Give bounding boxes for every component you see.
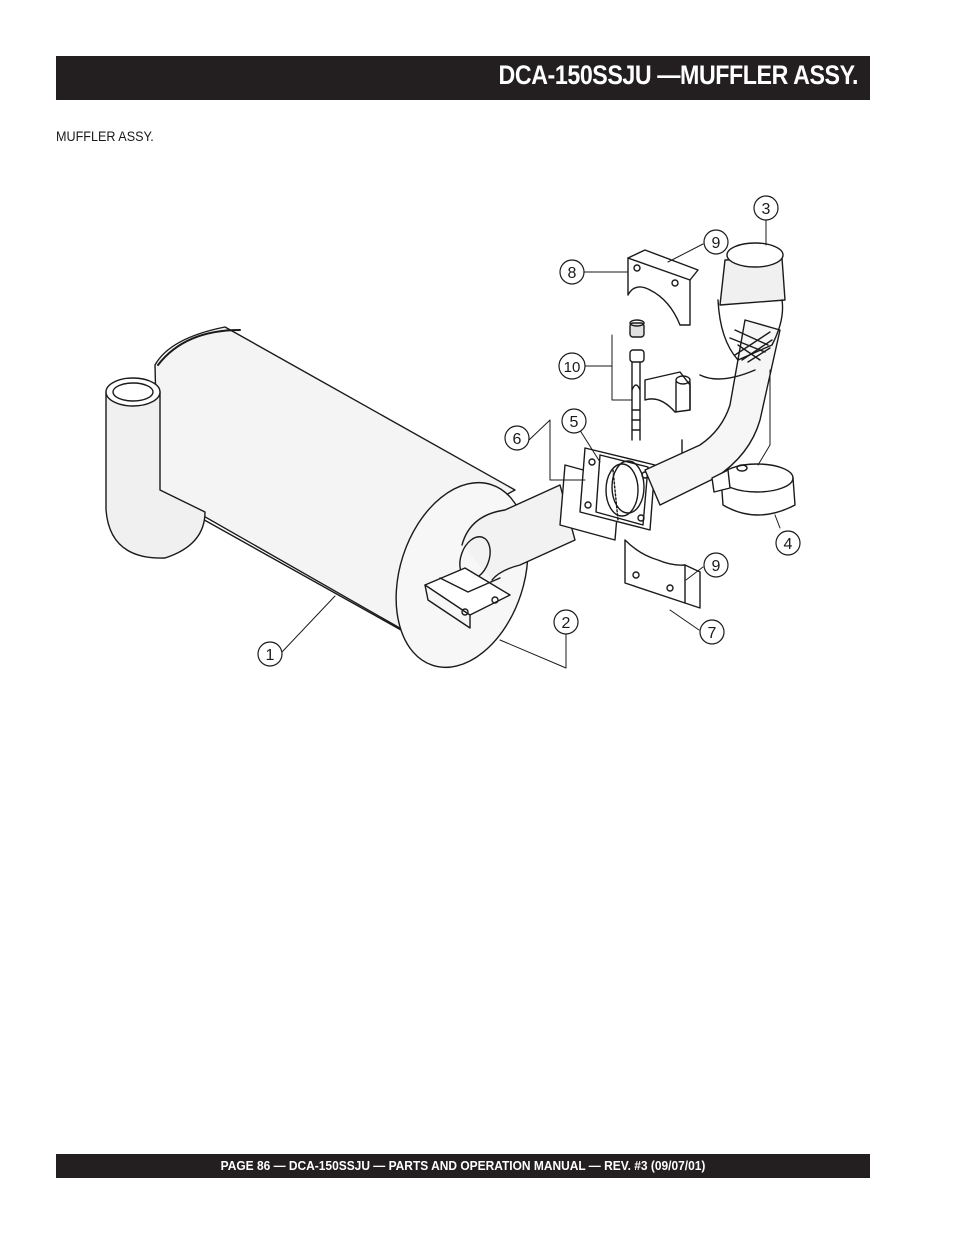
- flange-gasket: [559, 447, 656, 541]
- callout-1: [257, 641, 283, 667]
- callout-label-4: 4: [784, 536, 793, 553]
- callout-label-8: 8: [568, 265, 577, 282]
- upper-saddle-plate: [627, 249, 699, 326]
- callout-10: [558, 352, 586, 380]
- callout-label-9b: 9: [712, 558, 721, 575]
- page-title: DCA-150SSJU —MUFFLER ASSY.: [498, 60, 858, 90]
- title-bar: DCA-150SSJU —MUFFLER ASSY.: [56, 56, 870, 100]
- callout-7: [699, 619, 725, 645]
- u-bolt: [629, 319, 683, 494]
- footer-text: PAGE 86 — DCA-150SSJU — PARTS AND OPERAT…: [220, 1158, 706, 1173]
- footer-bar: PAGE 86 — DCA-150SSJU — PARTS AND OPERAT…: [56, 1154, 870, 1178]
- mid-bracket: [644, 371, 691, 413]
- pipe-clamp: [711, 463, 796, 516]
- callout-label-1: 1: [266, 647, 275, 664]
- callout-label-10: 10: [564, 359, 581, 376]
- callout-label-3: 3: [762, 201, 771, 218]
- callout-6: [504, 425, 530, 451]
- callout-label-9a: 9: [712, 235, 721, 252]
- callout-label-2: 2: [562, 615, 571, 632]
- leader-lines: [281, 219, 781, 669]
- muffler-body: [105, 326, 576, 669]
- callout-label-5: 5: [570, 414, 579, 431]
- callout-4: [775, 530, 801, 556]
- callout-label-7: 7: [708, 625, 717, 642]
- callout-9a: [703, 229, 729, 255]
- callout-label-6: 6: [513, 431, 522, 448]
- callout-8: [559, 259, 585, 285]
- lower-saddle-plate: [624, 539, 701, 609]
- callout-9b: [703, 552, 729, 578]
- callout-2: [553, 609, 579, 635]
- section-label: MUFFLER ASSY.: [56, 128, 154, 144]
- callout-3: [753, 195, 779, 221]
- callout-5: [561, 408, 587, 434]
